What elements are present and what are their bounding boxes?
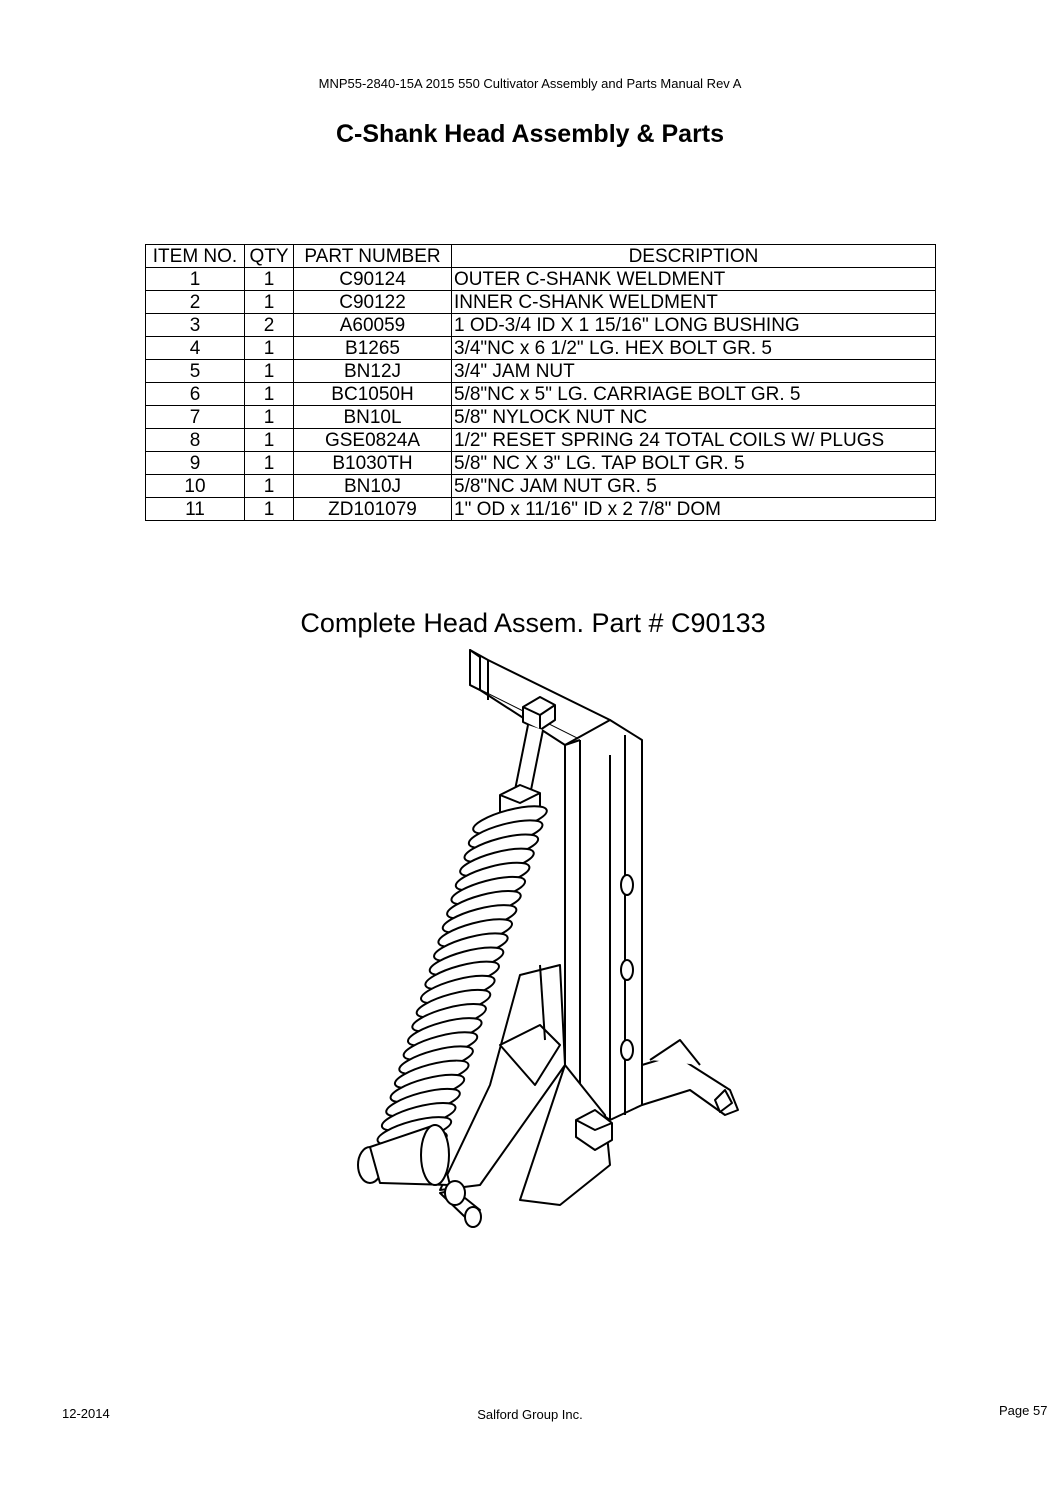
column-header-part-number: PART NUMBER: [293, 244, 452, 268]
item-no-cell: 2: [145, 290, 245, 314]
table-header-row: ITEM NO. QTY PART NUMBER DESCRIPTION: [145, 244, 936, 268]
c-shank-head-assembly-drawing: [357, 649, 739, 1228]
page-title: C-Shank Head Assembly & Parts: [335, 120, 725, 148]
table-row: 3 2 A60059 1 OD-3/4 ID X 1 15/16" LONG B…: [145, 313, 936, 337]
part-number-cell: ZD101079: [293, 497, 452, 521]
qty-cell: 1: [244, 359, 294, 383]
part-number-cell: B1030TH: [293, 451, 452, 475]
assembly-title: Complete Head Assem. Part # C90133: [300, 608, 766, 638]
description-cell: 3/4" JAM NUT: [451, 359, 936, 383]
item-no-cell: 9: [145, 451, 245, 475]
table-row: 4 1 B1265 3/4"NC x 6 1/2" LG. HEX BOLT G…: [145, 336, 936, 360]
qty-cell: 1: [244, 451, 294, 475]
table-row: 11 1 ZD101079 1" OD x 11/16" ID x 2 7/8"…: [145, 497, 936, 521]
part-number-cell: A60059: [293, 313, 452, 337]
part-number-cell: C90124: [293, 267, 452, 291]
document-header: MNP55-2840-15A 2015 550 Cultivator Assem…: [318, 76, 742, 91]
hex-bolt: [514, 696, 556, 796]
part-number-cell: C90122: [293, 290, 452, 314]
qty-cell: 2: [244, 313, 294, 337]
description-cell: 1/2" RESET SPRING 24 TOTAL COILS W/ PLUG…: [451, 428, 936, 452]
footer-date: 12-2014: [62, 1406, 110, 1421]
adjustment-hole: [620, 1039, 634, 1061]
qty-cell: 1: [244, 405, 294, 429]
column-header-description: DESCRIPTION: [451, 244, 936, 268]
qty-cell: 1: [244, 474, 294, 498]
qty-cell: 1: [244, 336, 294, 360]
qty-cell: 1: [244, 497, 294, 521]
description-cell: 5/8"NC JAM NUT GR. 5: [451, 474, 936, 498]
item-no-cell: 8: [145, 428, 245, 452]
bottom-pivot: [357, 1124, 482, 1228]
qty-cell: 1: [244, 290, 294, 314]
table-row: 8 1 GSE0824A 1/2" RESET SPRING 24 TOTAL …: [145, 428, 936, 452]
description-cell: 1" OD x 11/16" ID x 2 7/8" DOM: [451, 497, 936, 521]
item-no-cell: 4: [145, 336, 245, 360]
item-no-cell: 1: [145, 267, 245, 291]
qty-cell: 1: [244, 382, 294, 406]
tap-bolt: [575, 1109, 613, 1151]
reset-spring: [372, 805, 548, 1160]
item-no-cell: 7: [145, 405, 245, 429]
qty-cell: 1: [244, 428, 294, 452]
item-no-cell: 5: [145, 359, 245, 383]
column-header-item-no: ITEM NO.: [145, 244, 245, 268]
table-row: 6 1 BC1050H 5/8"NC x 5" LG. CARRIAGE BOL…: [145, 382, 936, 406]
item-no-cell: 10: [145, 474, 245, 498]
inner-c-shank-weldment: [439, 964, 611, 1206]
table-row: 9 1 B1030TH 5/8" NC X 3" LG. TAP BOLT GR…: [145, 451, 936, 475]
part-number-cell: GSE0824A: [293, 428, 452, 452]
adjustment-hole: [620, 874, 634, 896]
part-number-cell: BC1050H: [293, 382, 452, 406]
vertical-channel: [564, 719, 643, 1121]
description-cell: OUTER C-SHANK WELDMENT: [451, 267, 936, 291]
table-row: 10 1 BN10J 5/8"NC JAM NUT GR. 5: [145, 474, 936, 498]
part-number-cell: BN10L: [293, 405, 452, 429]
table-row: 1 1 C90124 OUTER C-SHANK WELDMENT: [145, 267, 936, 291]
item-no-cell: 6: [145, 382, 245, 406]
part-number-cell: BN10J: [293, 474, 452, 498]
footer-company: Salford Group Inc.: [477, 1407, 583, 1422]
table-row: 2 1 C90122 INNER C-SHANK WELDMENT: [145, 290, 936, 314]
part-number-cell: B1265: [293, 336, 452, 360]
table-row: 5 1 BN12J 3/4" JAM NUT: [145, 359, 936, 383]
pivot-bolt: [444, 1180, 466, 1206]
description-cell: INNER C-SHANK WELDMENT: [451, 290, 936, 314]
mount-plate: [641, 1039, 739, 1116]
description-cell: 5/8" NC X 3" LG. TAP BOLT GR. 5: [451, 451, 936, 475]
footer-page-number: Page 57: [999, 1403, 1048, 1418]
column-header-qty: QTY: [244, 244, 294, 268]
table-row: 7 1 BN10L 5/8" NYLOCK NUT NC: [145, 405, 936, 429]
part-number-cell: BN12J: [293, 359, 452, 383]
adjustment-hole: [620, 959, 634, 981]
parts-table: ITEM NO. QTY PART NUMBER DESCRIPTION 1 1…: [145, 244, 936, 521]
item-no-cell: 3: [145, 313, 245, 337]
description-cell: 3/4"NC x 6 1/2" LG. HEX BOLT GR. 5: [451, 336, 936, 360]
description-cell: 5/8" NYLOCK NUT NC: [451, 405, 936, 429]
description-cell: 5/8"NC x 5" LG. CARRIAGE BOLT GR. 5: [451, 382, 936, 406]
item-no-cell: 11: [145, 497, 245, 521]
qty-cell: 1: [244, 267, 294, 291]
description-cell: 1 OD-3/4 ID X 1 15/16" LONG BUSHING: [451, 313, 936, 337]
